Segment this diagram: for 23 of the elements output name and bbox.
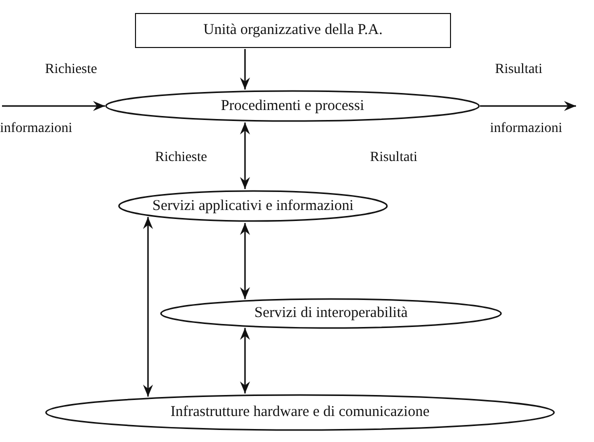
flow-label: informazioni [0, 121, 72, 137]
layer-ellipse [160, 298, 502, 329]
arrow [240, 122, 250, 190]
arrow [143, 217, 153, 397]
arrow [240, 49, 250, 90]
flow-label: Risultati [370, 150, 418, 166]
arrow [480, 101, 576, 111]
node-label: Procedimenti e processi [220, 98, 364, 114]
node-label: Servizi applicativi e informazioni [152, 198, 354, 214]
flow-label: Richieste [155, 150, 208, 166]
flow-label: Richieste [45, 62, 98, 78]
arrow [240, 328, 250, 394]
arrow [2, 101, 105, 111]
layer-ellipse [45, 394, 555, 431]
node-label: Unità organizzative della P.A. [203, 22, 383, 39]
arrow [240, 222, 250, 300]
unit-box [135, 13, 451, 48]
flow-label: Risultati [495, 62, 542, 78]
node-label: Infrastrutture hardware e di comunicazione [170, 404, 430, 421]
layer-ellipse [105, 90, 480, 122]
node-label: Servizi di interoperabilità [254, 305, 408, 322]
flow-label: informazioni [490, 121, 562, 137]
layer-ellipse [118, 190, 388, 222]
